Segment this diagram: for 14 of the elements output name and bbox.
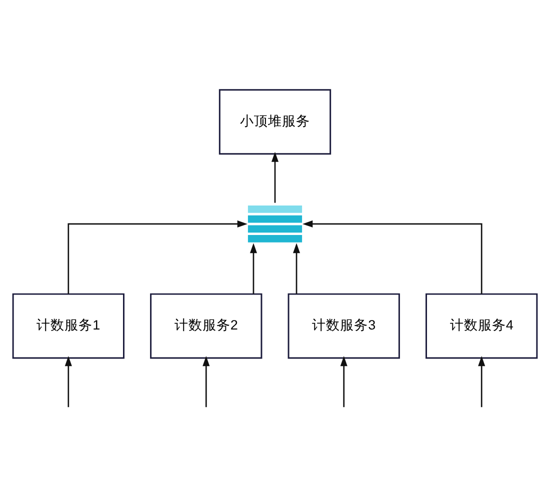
node-box: 计数服务2 (150, 292, 262, 358)
node-box: 计数服务4 (426, 292, 538, 358)
arrow (64, 356, 72, 407)
arrow (68, 220, 248, 294)
arrow (302, 220, 482, 294)
arrow (478, 356, 486, 407)
arrow (340, 356, 348, 407)
node-box: 计数服务1 (12, 292, 124, 358)
node-box: 计数服务3 (288, 292, 400, 358)
arrow (271, 151, 279, 202)
arrow (250, 242, 258, 294)
arrow (202, 356, 210, 407)
arrow (292, 242, 300, 294)
node-box: 小顶堆服务 (218, 88, 332, 154)
